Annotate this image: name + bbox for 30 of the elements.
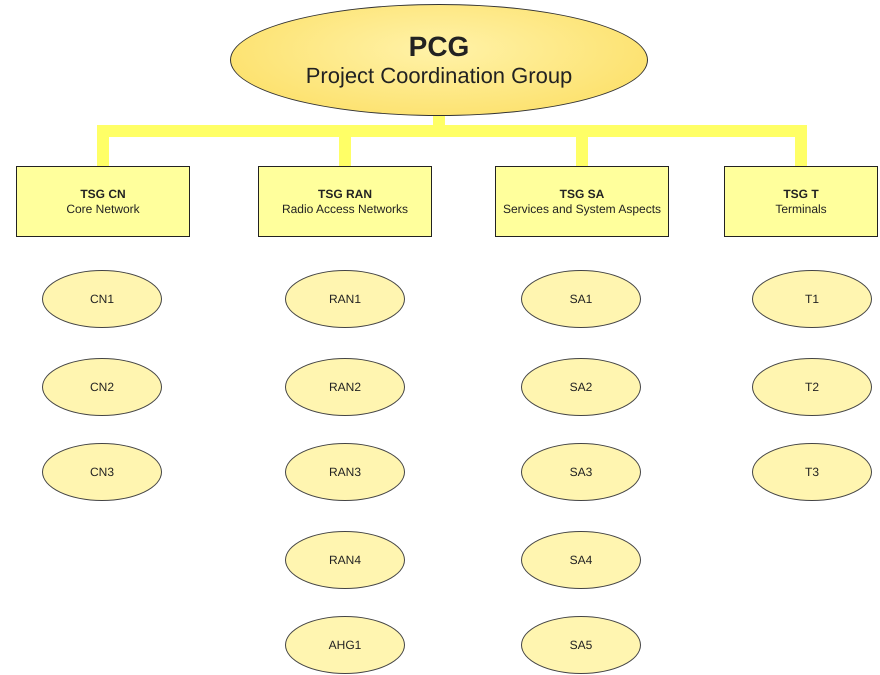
group-name: RAN2 [328,380,361,394]
group-name: PCG [408,31,470,63]
group-name: T2 [804,380,819,394]
group-name: CN1 [90,292,114,306]
group-name: SA5 [570,638,592,652]
group-name: SA1 [570,292,592,306]
group-name: T1 [804,292,819,306]
group-description: Services and System Aspects [502,202,662,216]
group-description: Project Coordination Group [306,63,572,89]
group-box [258,166,432,237]
group-box [495,166,669,237]
group-name: RAN3 [328,465,361,479]
group-name: SA4 [570,553,592,567]
group-description: Core Network [66,202,140,216]
group-name: SA3 [570,465,592,479]
group-name: CN3 [90,465,114,479]
group-name: SA2 [570,380,592,394]
group-name: RAN4 [328,553,361,567]
group-name: TSG T [783,186,819,202]
group-description: Radio Access Networks [282,202,408,216]
group-name: CN2 [90,380,114,394]
group-name: TSG RAN [318,186,372,202]
group-name: AHG1 [328,638,362,652]
group-name: T3 [804,465,819,479]
group-description: Terminals [775,202,827,216]
group-name: RAN1 [328,292,361,306]
group-box [16,166,190,237]
group-name: TSG SA [560,186,604,202]
group-name: TSG CN [80,186,126,202]
group-box [724,166,878,237]
